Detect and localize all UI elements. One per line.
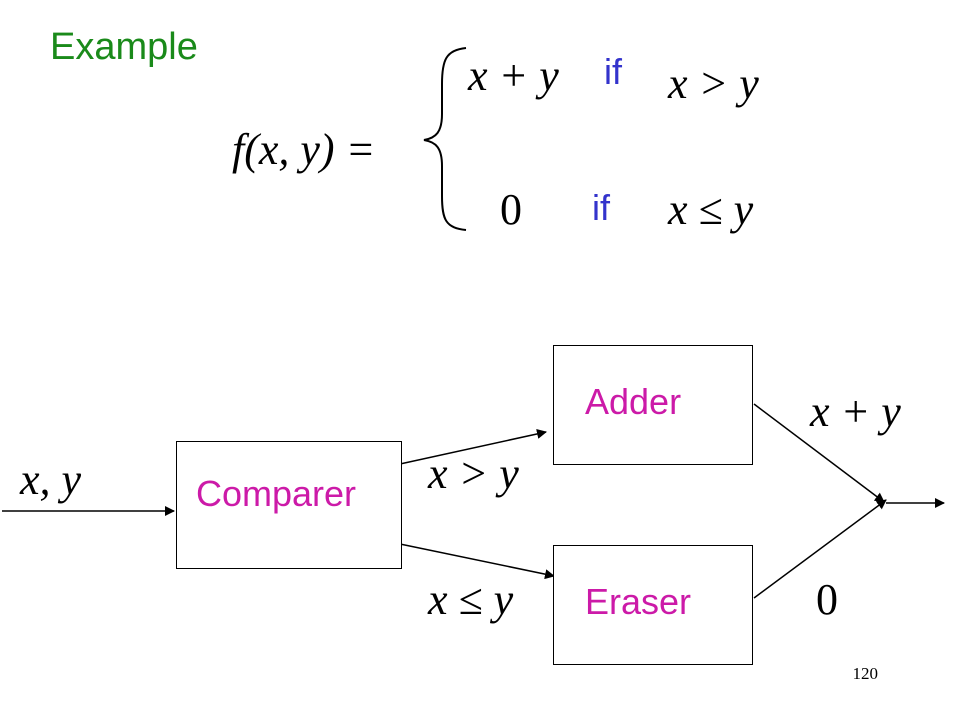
lower-condition-label: x ≤ y	[428, 575, 514, 624]
case1-condition: x > y	[668, 59, 759, 108]
case1-expression: x + y	[468, 51, 559, 100]
comparer-to-eraser-arrow	[399, 543, 555, 580]
eraser-label: Eraser	[585, 581, 692, 622]
eraser-block	[553, 545, 753, 665]
left-brace	[423, 47, 467, 231]
function-lhs: f(x, y) =	[232, 125, 376, 174]
case2-condition: x ≤ y	[668, 185, 754, 234]
eraser-to-output-arrow	[753, 499, 887, 599]
case2-expression: 0	[500, 185, 522, 234]
slide-title: Example	[50, 26, 198, 68]
comparer-to-adder-arrow	[399, 429, 547, 465]
upper-condition-label: x > y	[428, 449, 519, 498]
comparer-label: Comparer	[196, 473, 357, 514]
adder-output-label: x + y	[810, 387, 901, 436]
adder-to-output-arrow	[753, 403, 885, 503]
input-label: x, y	[20, 455, 82, 504]
adder-block	[553, 345, 753, 465]
case2-if-keyword: if	[592, 187, 610, 228]
adder-label: Adder	[585, 381, 682, 422]
eraser-output-label: 0	[816, 575, 838, 624]
comparer-block	[176, 441, 402, 569]
page-number: 120	[852, 664, 879, 683]
case1-if-keyword: if	[604, 51, 622, 92]
